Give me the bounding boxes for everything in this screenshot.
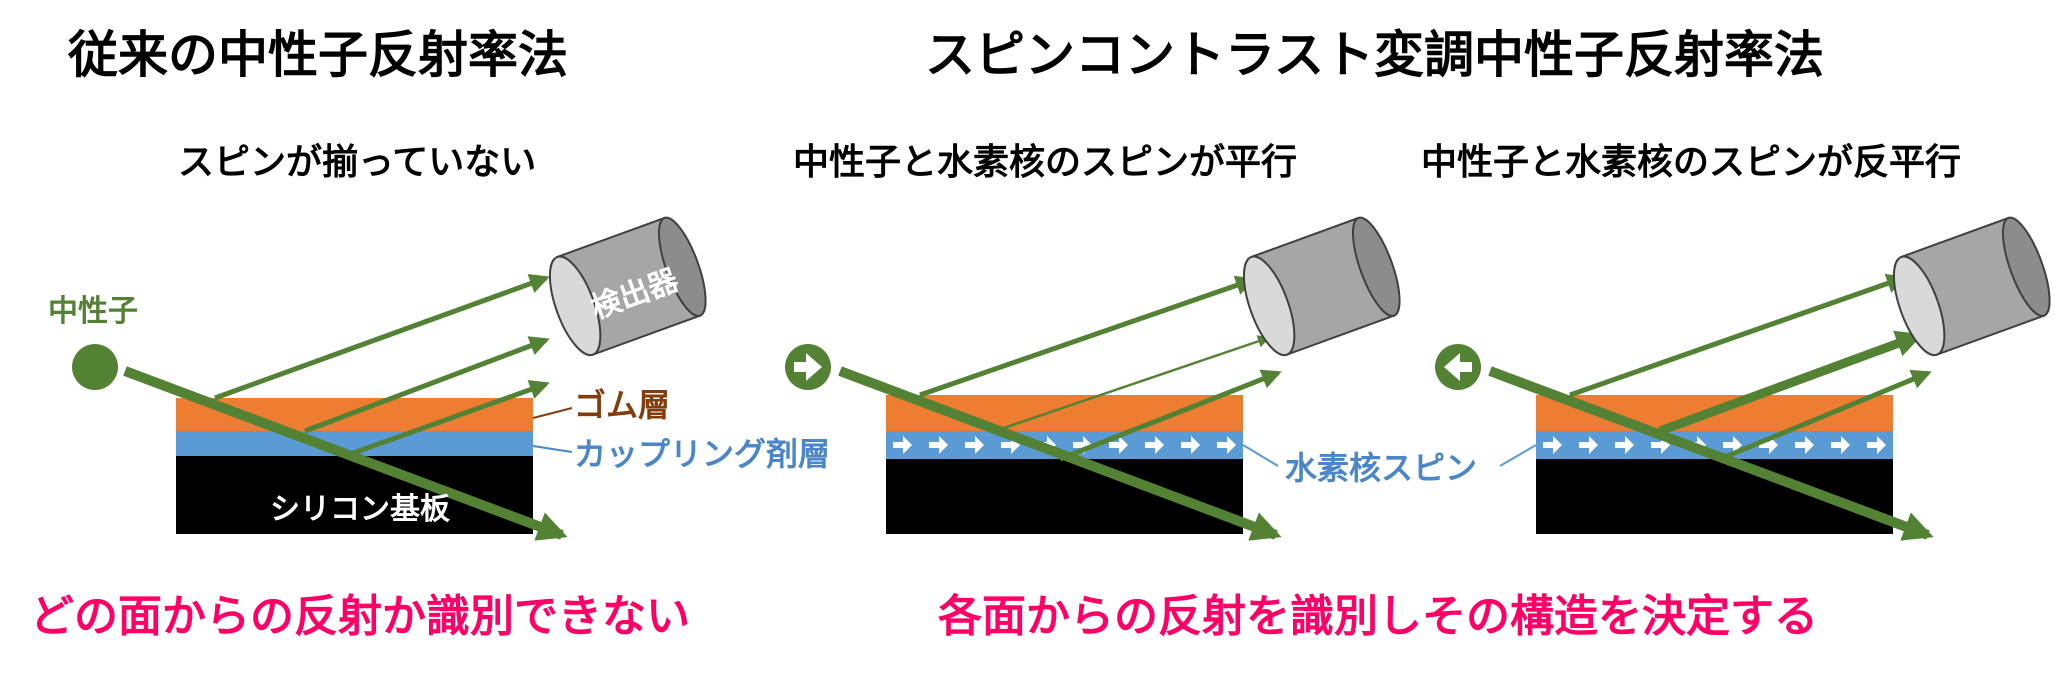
neutron-icon (785, 344, 831, 390)
coupling-layer-label: カップリング剤層 (574, 435, 831, 473)
title-conventional: 従来の中性子反射率法 (68, 26, 568, 84)
hydrogen-spin-leader-line (1242, 444, 1279, 467)
panel-parallel (785, 216, 1401, 541)
reflected-beam-middle (304, 336, 550, 434)
conclusion-conventional: どの面からの反射か識別できない (30, 591, 690, 642)
incident-beam (1488, 366, 1934, 541)
rubber-leader-line (532, 407, 573, 419)
conclusion-spin-contrast: 各面からの反射を識別しその構造を決定する (938, 591, 1818, 642)
reflected-beam-top (919, 275, 1256, 398)
neutron-label: 中性子 (48, 294, 138, 329)
subtitle-parallel: 中性子と水素核のスピンが平行 (793, 142, 1298, 183)
reflected-beam-top (1569, 273, 1907, 398)
detector-icon (1892, 216, 2051, 357)
panel-conventional (72, 216, 707, 541)
reflected-beam-top (214, 274, 550, 401)
detector-icon (1242, 216, 1401, 357)
silicon-substrate-label: シリコン基板 (270, 492, 450, 527)
silicon-substrate (176, 456, 533, 534)
rubber-layer-label: ゴム層 (574, 386, 671, 424)
hydrogen-spin-label: 水素核スピン (1285, 449, 1478, 487)
neutron-icon (72, 344, 118, 390)
incident-beam (838, 366, 1282, 541)
reflected-beam-middle (1658, 330, 1924, 436)
incident-beam (123, 366, 568, 541)
reflected-beam-bottom (1719, 369, 1932, 462)
hydrogen-spin-leader-line (1499, 444, 1537, 467)
coupling-leader-line (532, 445, 573, 453)
neutron-icon (1435, 344, 1481, 390)
reflected-beam-middle (994, 335, 1271, 433)
title-spin-contrast: スピンコントラスト変調中性子反射率法 (925, 26, 1824, 84)
subtitle-unaligned: スピンが揃っていない (178, 142, 537, 183)
silicon-substrate (1536, 459, 1893, 534)
silicon-substrate (886, 459, 1243, 534)
subtitle-antiparallel: 中性子と水素核のスピンが反平行 (1421, 142, 1962, 183)
panel-antiparallel (1435, 216, 2051, 541)
reflected-beam-bottom (1059, 369, 1282, 462)
reflected-beam-bottom (344, 379, 550, 459)
detector-icon (548, 216, 707, 357)
